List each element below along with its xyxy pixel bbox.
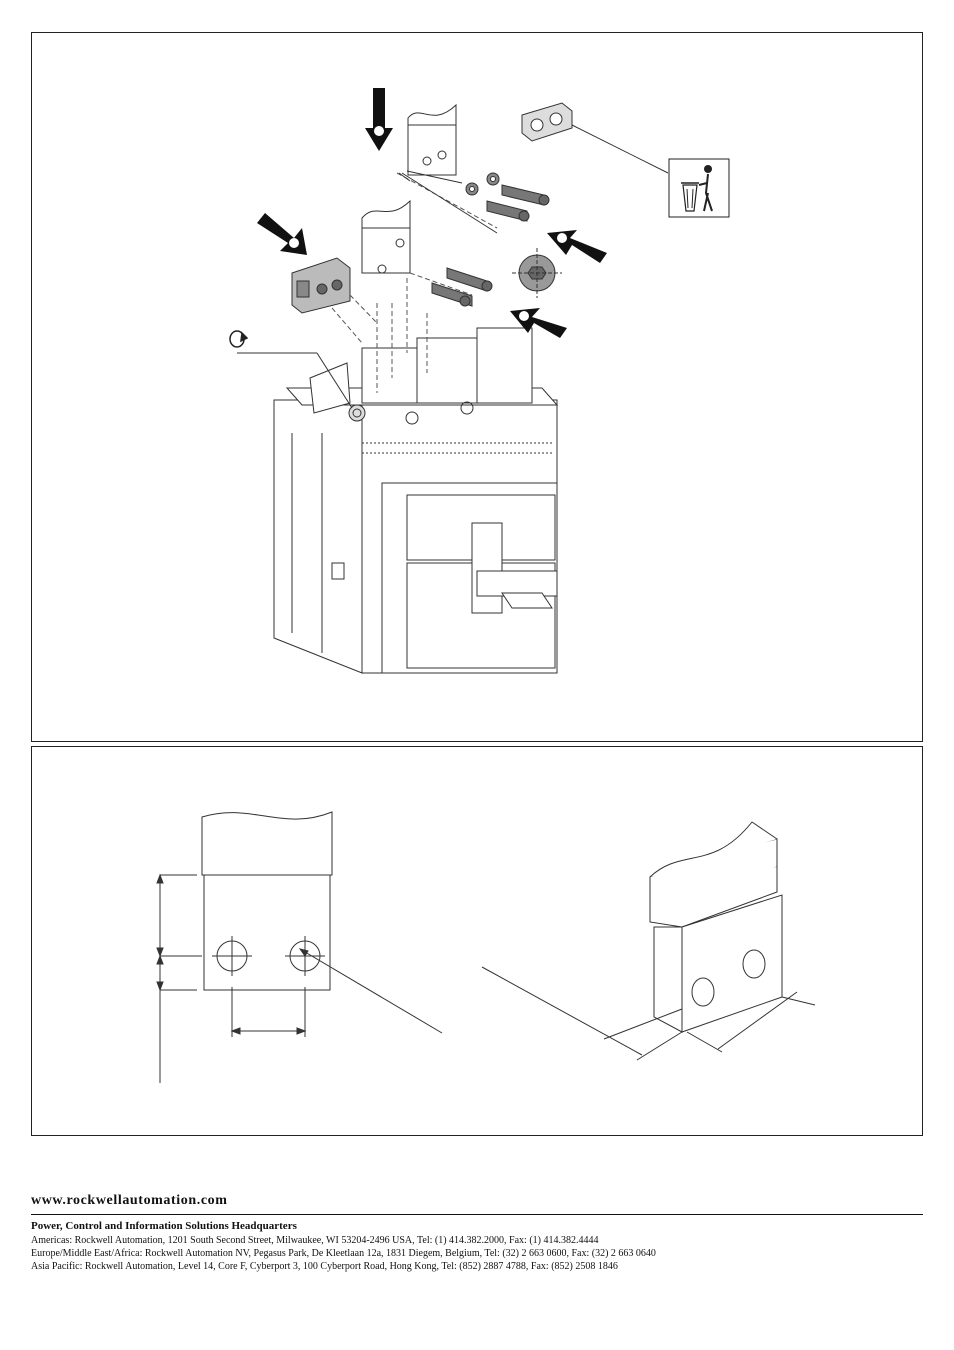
terminal-cover-upper (407, 103, 457, 176)
down-arrow-icon (365, 88, 393, 151)
plate-isometric-view (649, 821, 783, 1033)
recycle-bin-icon (668, 158, 730, 218)
diagonal-arrow-icon (257, 213, 307, 255)
plate-front-view (201, 811, 333, 991)
dimension-line-icon (156, 873, 443, 1083)
gasket-plate (521, 102, 573, 142)
terminal-block (291, 257, 351, 314)
diagonal-arrow-icon (547, 230, 607, 263)
round-nut (512, 248, 562, 298)
website-link[interactable]: www.rockwellautomation.com (31, 1193, 228, 1208)
rotation-icon (229, 330, 249, 348)
address-emea: Europe/Middle East/Africa: Rockwell Auto… (31, 1248, 656, 1259)
diagonal-arrow-icon (510, 308, 567, 338)
terminal-cover-lower (361, 199, 411, 274)
address-asia-pacific: Asia Pacific: Rockwell Automation, Level… (31, 1261, 618, 1272)
assembly-illustration (229, 88, 730, 674)
screws (431, 172, 550, 307)
dimension-figure-panel (31, 746, 923, 1136)
dimension-illustration (156, 811, 816, 1083)
alignment-guides (331, 172, 498, 393)
address-americas: Americas: Rockwell Automation, 1201 Sout… (31, 1235, 599, 1246)
footer: www.rockwellautomation.com Power, Contro… (31, 1190, 923, 1273)
dimension-line-icon (481, 966, 816, 1061)
footer-divider (31, 1214, 923, 1215)
headquarters-heading: Power, Control and Information Solutions… (31, 1220, 297, 1232)
circuit-breaker-body (273, 327, 559, 674)
assembly-figure-panel (31, 32, 923, 742)
